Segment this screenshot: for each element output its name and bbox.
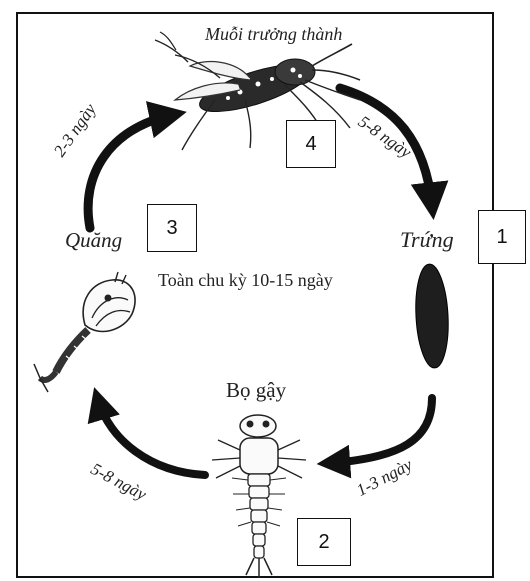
pupa-label: Quăng (65, 228, 122, 253)
egg-label: Trứng (400, 227, 454, 253)
egg-number-box: 1 (478, 210, 526, 264)
arrow-larva-to-pupa (98, 400, 205, 475)
pupa-illustration (34, 272, 135, 392)
egg-illustration (413, 263, 450, 369)
pupa-number-box: 3 (147, 204, 197, 252)
larva-label: Bọ gậy (226, 378, 286, 403)
larva-number-box: 2 (297, 518, 351, 566)
larva-illustration (212, 415, 306, 578)
adult-label: Muỗi trưởng thành (205, 24, 342, 45)
cycle-duration-label: Toàn chu kỳ 10-15 ngày (158, 270, 333, 291)
adult-number-box: 4 (286, 120, 336, 168)
arrow-egg-to-larva (330, 398, 432, 463)
